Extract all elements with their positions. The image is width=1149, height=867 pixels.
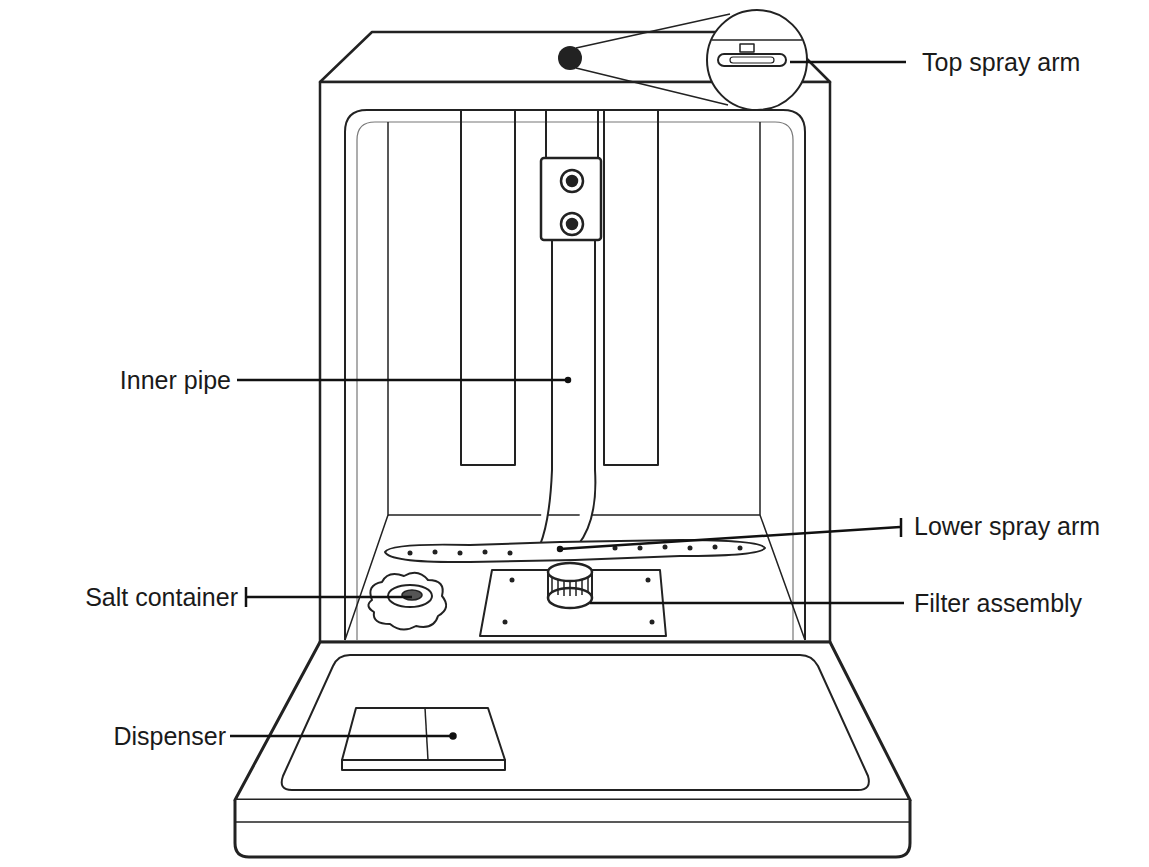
part-label: Lower spray arm: [912, 511, 1102, 541]
part-label: Top spray arm: [920, 47, 1082, 77]
part-label: Dispenser: [111, 721, 228, 751]
part-label: Filter assembly: [912, 588, 1084, 618]
part-label: Inner pipe: [118, 365, 233, 395]
part-label: Salt container: [83, 582, 240, 612]
